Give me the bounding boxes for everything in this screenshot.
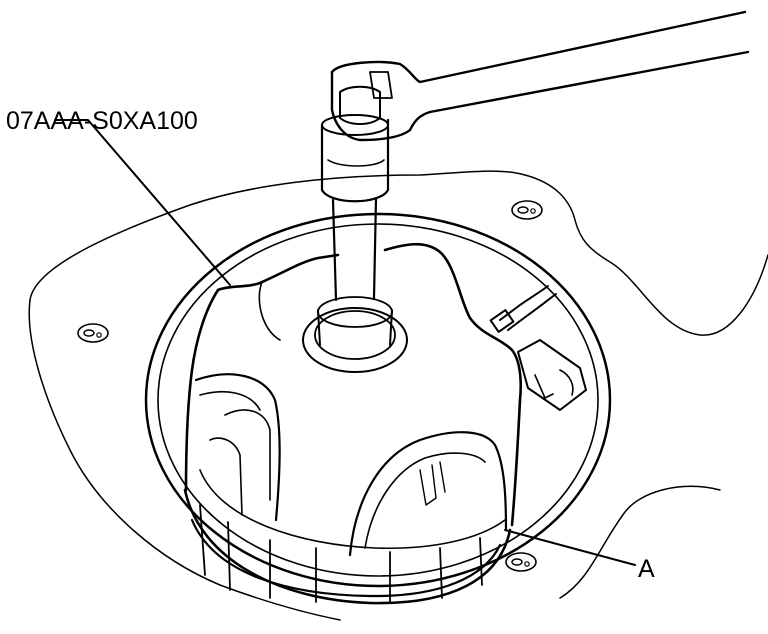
flange-bolt-bottom [505, 552, 537, 572]
special-tool-body [184, 242, 523, 557]
callout-tool-label: 07AAA-S0XA100 [6, 107, 198, 135]
fuel-line-connector [489, 285, 587, 411]
tank-opening [144, 212, 612, 588]
callout-leaders [54, 119, 636, 566]
lock-nut-a [183, 469, 512, 605]
callout-a-label: A [638, 555, 655, 583]
wrench-handle [330, 10, 750, 142]
socket-extension [302, 114, 408, 373]
tank-flange [28, 170, 768, 621]
flange-bolt-left [77, 323, 109, 343]
flange-bolt-right [511, 200, 543, 220]
